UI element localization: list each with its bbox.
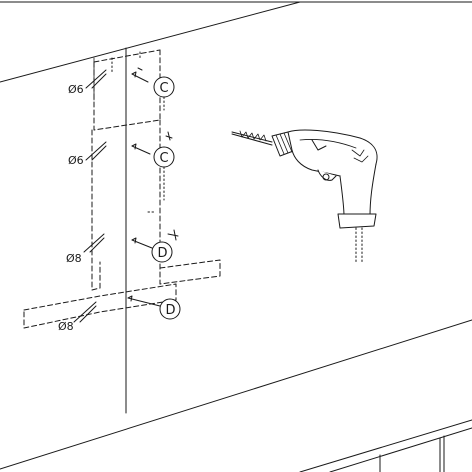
hole-d-upper: Ø8 D [66, 229, 179, 265]
callout-letter-c-top: C [160, 81, 169, 96]
hole-d-lower: Ø8 D [58, 295, 181, 333]
diameter-label-c-mid: Ø6 [68, 154, 84, 167]
floor-edge [0, 319, 472, 470]
bracket-plate-right [159, 259, 221, 285]
callout-circle-d-lower [159, 298, 181, 320]
part-outline-upper [93, 49, 161, 131]
callout-letter-c-mid: C [160, 151, 169, 166]
diameter-label-d-lower: Ø8 [58, 320, 74, 333]
power-drill-icon [231, 129, 378, 263]
cabinet-corner [299, 419, 472, 472]
callout-circle-d-upper [151, 241, 173, 263]
wall-top-edge [0, 1, 301, 83]
hole-c-top: Ø6 C [68, 67, 175, 111]
callout-letter-d-upper: D [158, 246, 168, 261]
diameter-label-d-upper: Ø8 [66, 252, 82, 265]
callout-letter-d-lower: D [166, 303, 176, 318]
diameter-label-c-top: Ø6 [68, 83, 84, 96]
bracket-plate-bottom [23, 283, 177, 329]
hole-c-mid: Ø6 C [68, 131, 175, 201]
